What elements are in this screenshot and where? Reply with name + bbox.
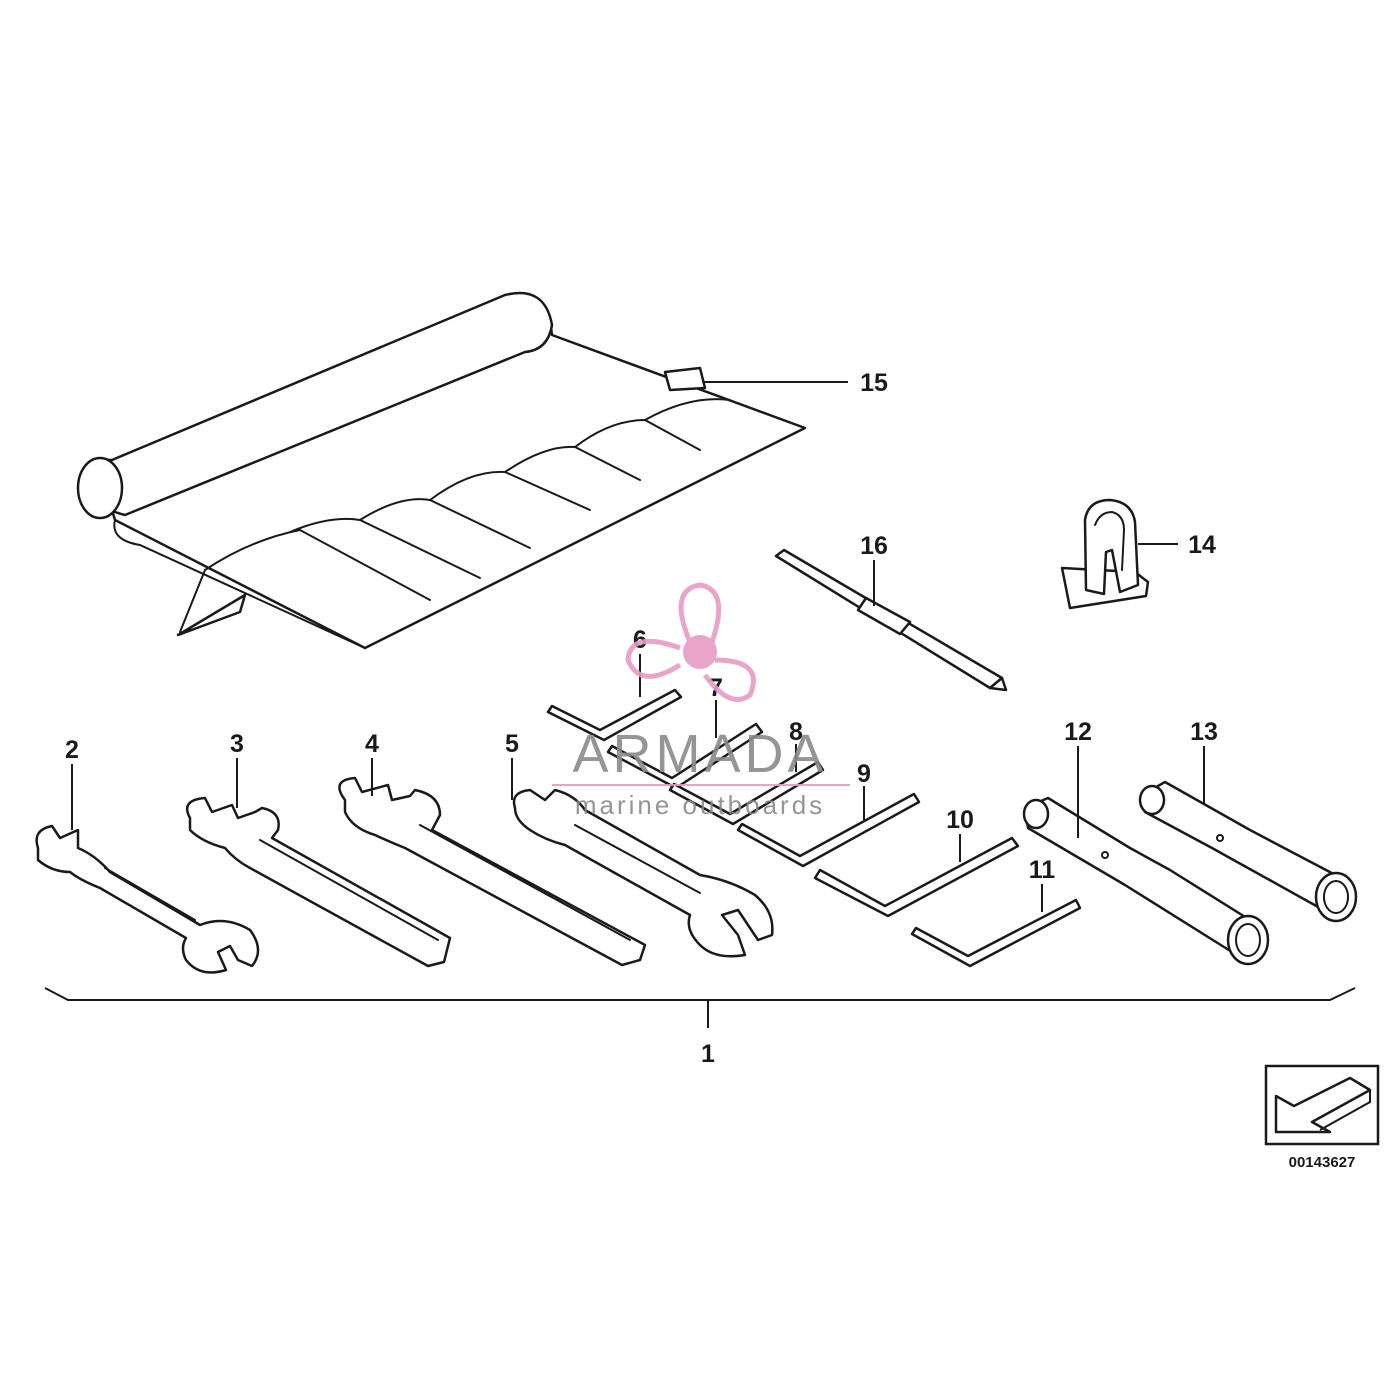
watermark-brand: ARMADA — [572, 724, 827, 784]
wrench-4 — [338, 776, 647, 967]
callout-16: 16 — [860, 532, 888, 560]
callout-11: 11 — [1029, 856, 1056, 884]
callout-5: 5 — [505, 730, 519, 758]
arrow-icon — [1274, 1076, 1372, 1134]
hex-key-6 — [546, 688, 683, 742]
wrench-2 — [35, 824, 260, 974]
wrench-3 — [185, 796, 452, 968]
callout-10: 10 — [946, 806, 974, 834]
box-wrench-12 — [1022, 796, 1270, 966]
callout-9: 9 — [857, 760, 871, 788]
callout-14: 14 — [1188, 531, 1216, 559]
callout-4: 4 — [365, 730, 379, 758]
callout-12: 12 — [1064, 718, 1092, 746]
screwdriver — [774, 548, 1008, 692]
reference-symbol — [1264, 1064, 1380, 1146]
hex-key-10 — [813, 836, 1020, 918]
clip — [1060, 498, 1150, 610]
callout-2: 2 — [65, 736, 79, 764]
propeller-logo-icon — [625, 582, 756, 702]
callout-3: 3 — [230, 730, 244, 758]
reference-code: 00143627 — [1289, 1154, 1356, 1171]
wrench-5 — [512, 788, 774, 958]
box-wrench-13 — [1138, 780, 1358, 923]
hex-key-9 — [736, 792, 921, 868]
tool-roll — [76, 291, 807, 650]
callout-15: 15 — [860, 369, 888, 397]
callout-8: 8 — [789, 718, 803, 746]
assembly-bracket — [44, 987, 1356, 1001]
watermark-tagline: marine outboards — [575, 790, 825, 820]
callout-13: 13 — [1190, 718, 1218, 746]
watermark: ARMADA marine outboards — [552, 582, 850, 820]
hex-key-11 — [910, 898, 1082, 968]
callout-1: 1 — [701, 1040, 715, 1068]
